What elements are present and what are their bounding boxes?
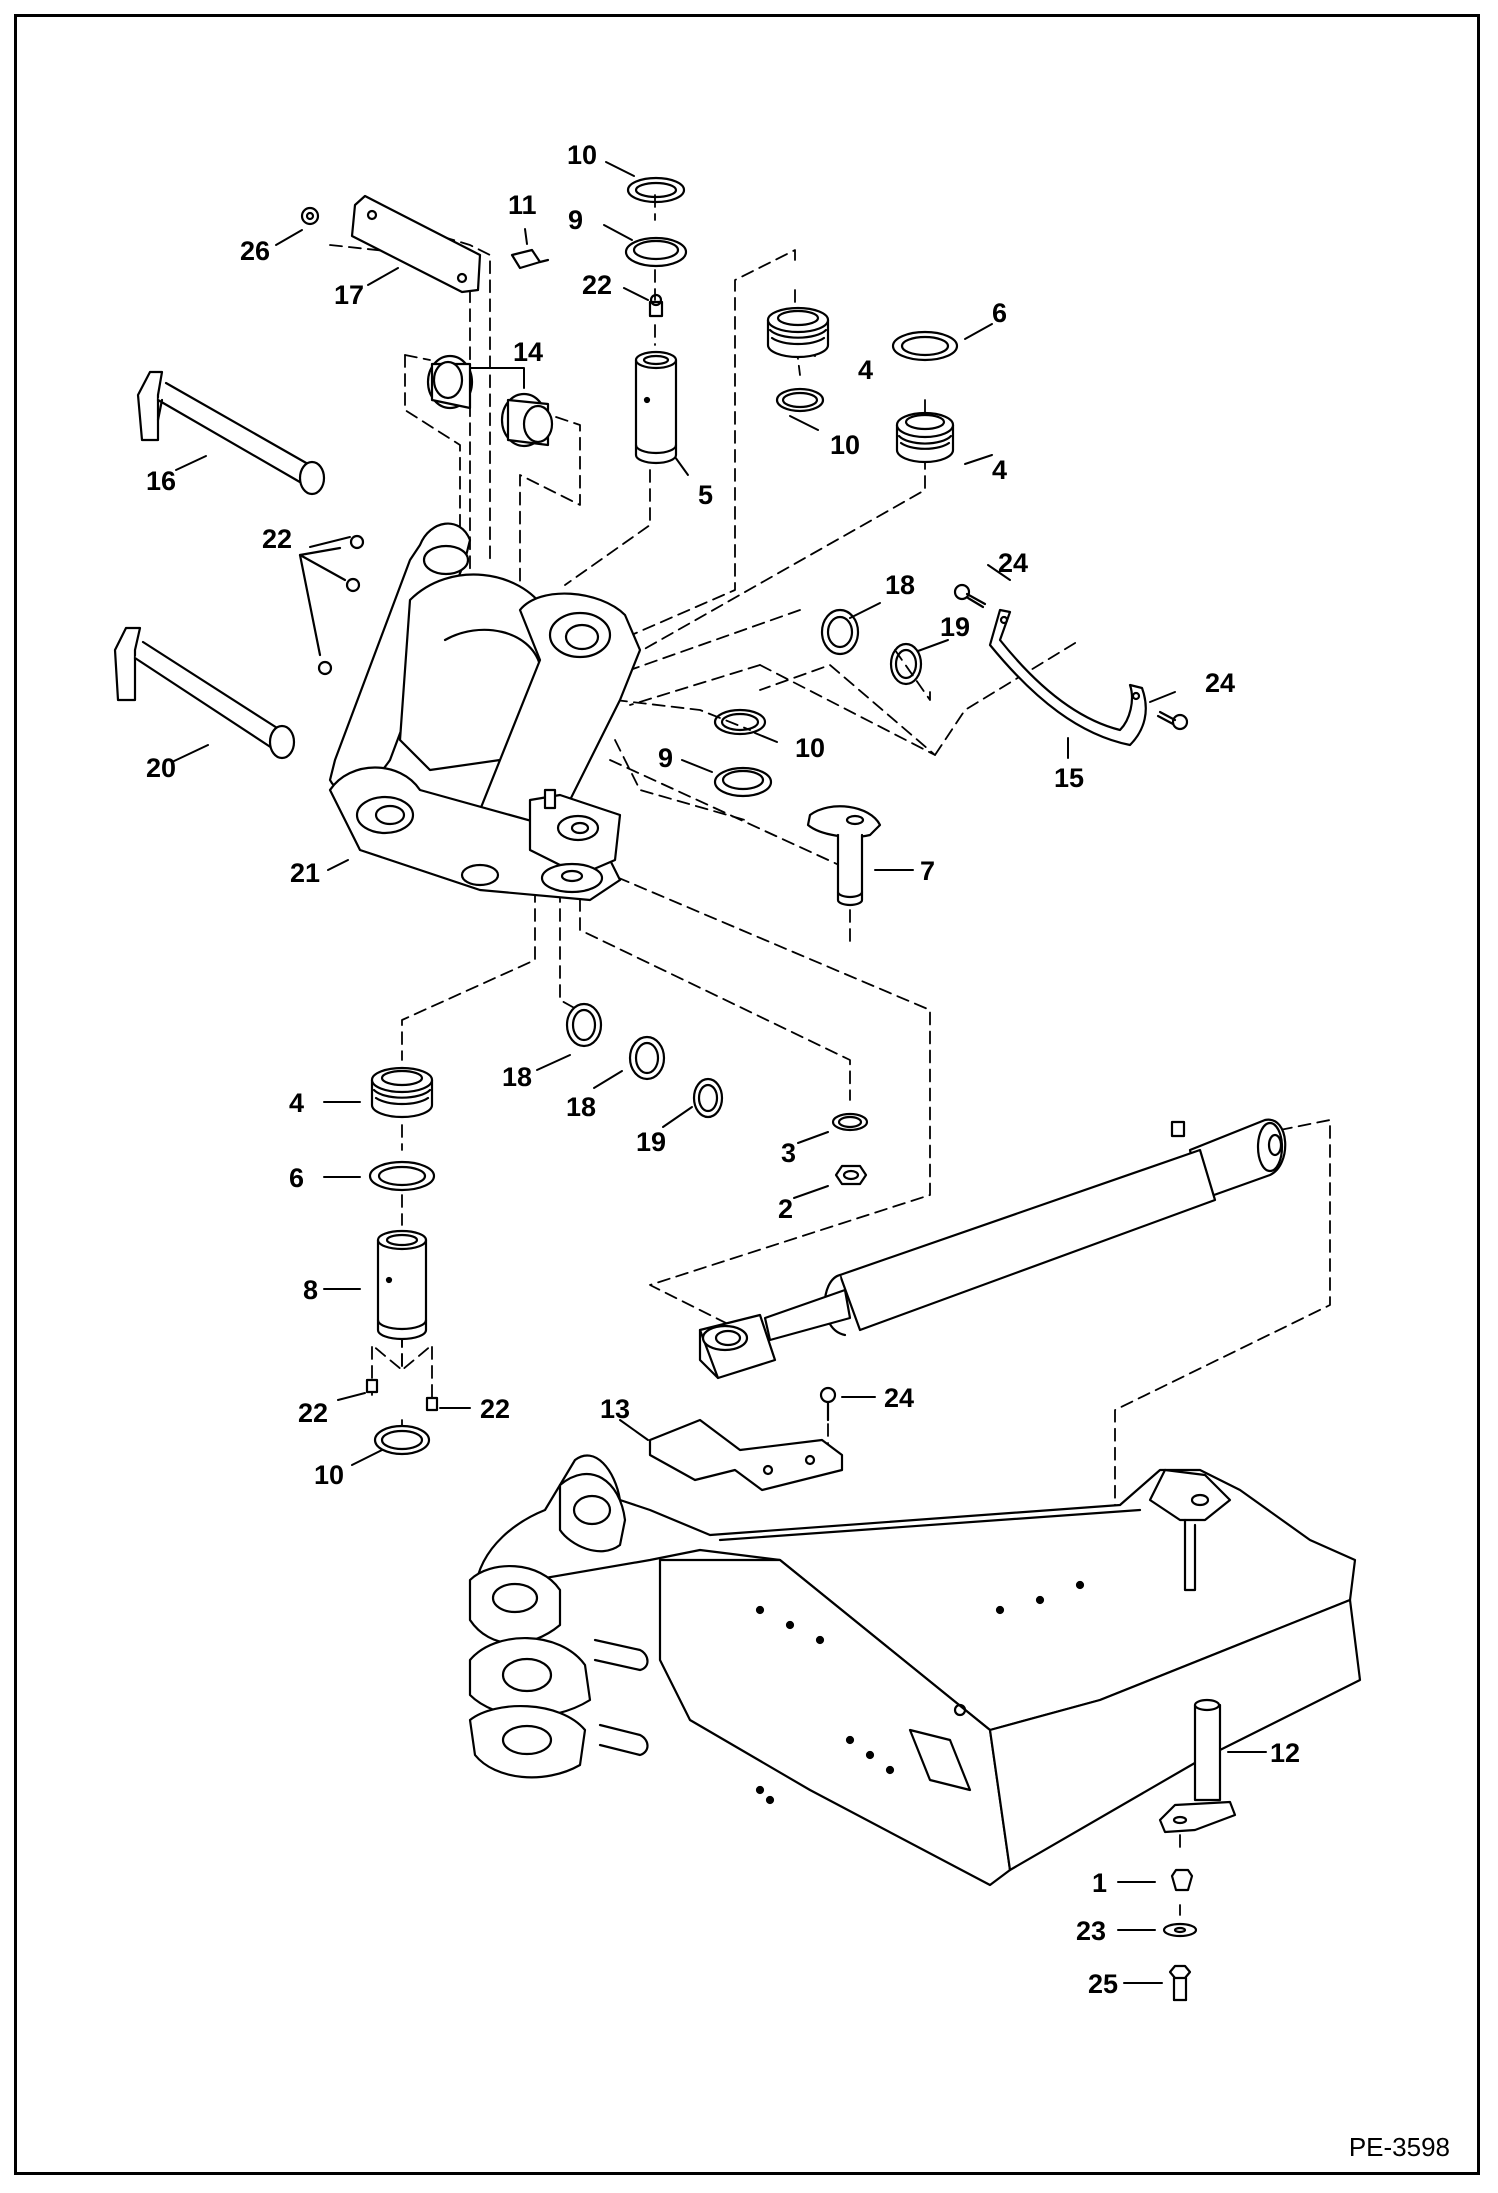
bolt-item-24-upper xyxy=(953,583,987,609)
callout-15: 15 xyxy=(1054,763,1085,793)
pin-item-8 xyxy=(376,1229,428,1341)
callout-11: 11 xyxy=(508,190,537,220)
seal-item-18-upper xyxy=(820,608,860,656)
nut-item-1 xyxy=(1170,1868,1194,1892)
callout-10-lower: 10 xyxy=(314,1460,345,1490)
callout-17: 17 xyxy=(334,280,365,310)
callout-4-lower: 4 xyxy=(289,1088,305,1118)
grease-fitting-top xyxy=(648,293,664,318)
pin-item-7 xyxy=(806,805,882,907)
callout-4-upper-a: 4 xyxy=(858,355,874,385)
washer-item-3 xyxy=(831,1112,869,1132)
fitting-item-11 xyxy=(510,248,550,270)
pin-item-20 xyxy=(113,626,296,760)
swing-crank-item-21 xyxy=(328,522,642,902)
callout-24-lower: 24 xyxy=(884,1383,915,1413)
diagram-border xyxy=(14,14,1480,2175)
callout-9-center: 9 xyxy=(658,743,674,773)
callout-14: 14 xyxy=(513,337,544,367)
figure-reference-number: PE-3598 xyxy=(1348,2132,1450,2162)
swing-cylinder xyxy=(698,1118,1287,1380)
snap-ring-item-10-lower xyxy=(373,1424,431,1456)
pin-item-16 xyxy=(136,370,326,496)
main-frame xyxy=(468,1454,1362,1887)
callout-6-upper: 6 xyxy=(992,298,1008,328)
bracket-item-13 xyxy=(648,1418,844,1492)
callout-22-lower-left: 22 xyxy=(298,1398,329,1428)
callout-2: 2 xyxy=(778,1194,794,1224)
grease-fittings-lower xyxy=(365,1378,439,1412)
snap-ring-item-10-mid xyxy=(775,387,825,413)
callout-23: 23 xyxy=(1076,1916,1107,1946)
seal-item-18-lower-a xyxy=(565,1002,603,1048)
callout-7: 7 xyxy=(920,856,936,886)
callout-20: 20 xyxy=(146,753,177,783)
callout-24-right: 24 xyxy=(1205,668,1236,698)
callout-10-center: 10 xyxy=(795,733,826,763)
callout-13: 13 xyxy=(600,1394,631,1424)
grease-fittings-left xyxy=(298,534,365,676)
snap-ring-item-19-lower xyxy=(692,1077,724,1119)
bushing-item-4-lower xyxy=(370,1066,434,1119)
callout-8: 8 xyxy=(303,1275,319,1305)
callout-12: 12 xyxy=(1270,1738,1301,1768)
callout-16: 16 xyxy=(146,466,177,496)
snap-ring-item-19-upper xyxy=(889,642,923,686)
snap-ring-top xyxy=(626,176,686,204)
bushing-item-4-upper-b xyxy=(895,411,955,464)
callout-25: 25 xyxy=(1088,1969,1119,1999)
pin-item-12 xyxy=(1158,1698,1237,1834)
callout-19-upper: 19 xyxy=(940,612,971,642)
callout-18-lower-a: 18 xyxy=(502,1062,533,1092)
bushing-item-14b xyxy=(500,392,554,448)
callout-4-upper-b: 4 xyxy=(992,455,1008,485)
callout-10-top: 10 xyxy=(567,140,598,170)
callout-1: 1 xyxy=(1092,1868,1108,1898)
seal-item-18-lower-b xyxy=(628,1035,666,1081)
snap-ring-item-10-center xyxy=(713,708,767,736)
pin-item-5 xyxy=(634,350,678,465)
callout-22-top: 22 xyxy=(582,270,613,300)
bolt-item-24-right xyxy=(1156,710,1189,731)
bushing-item-4-upper-a xyxy=(766,306,830,359)
callout-24-upper: 24 xyxy=(998,548,1029,578)
bushing-item-14a xyxy=(426,354,474,410)
seal-item-9-center xyxy=(713,766,773,798)
seal-ring-top xyxy=(624,236,688,268)
washer-item-23 xyxy=(1162,1922,1198,1938)
callout-9-top: 9 xyxy=(568,205,584,235)
callout-3: 3 xyxy=(781,1138,797,1168)
callout-22-lower-right: 22 xyxy=(480,1394,511,1424)
callout-26: 26 xyxy=(240,236,271,266)
callout-22-left: 22 xyxy=(262,524,293,554)
seal-item-6-lower xyxy=(368,1160,436,1192)
seal-item-6-upper xyxy=(891,330,959,362)
callout-5: 5 xyxy=(698,480,714,510)
callout-18-upper: 18 xyxy=(885,570,916,600)
callout-18-lower-b: 18 xyxy=(566,1092,597,1122)
callout-6-lower: 6 xyxy=(289,1163,305,1193)
plate-item-17 xyxy=(350,194,482,294)
nut-item-26 xyxy=(300,206,320,226)
callout-10-mid: 10 xyxy=(830,430,861,460)
bolt-item-24-lower xyxy=(819,1386,837,1422)
callout-21: 21 xyxy=(290,858,321,888)
strap-item-15 xyxy=(988,608,1147,747)
callout-19-lower: 19 xyxy=(636,1127,667,1157)
nut-item-2 xyxy=(834,1164,868,1186)
bolt-item-25 xyxy=(1168,1964,1192,2002)
